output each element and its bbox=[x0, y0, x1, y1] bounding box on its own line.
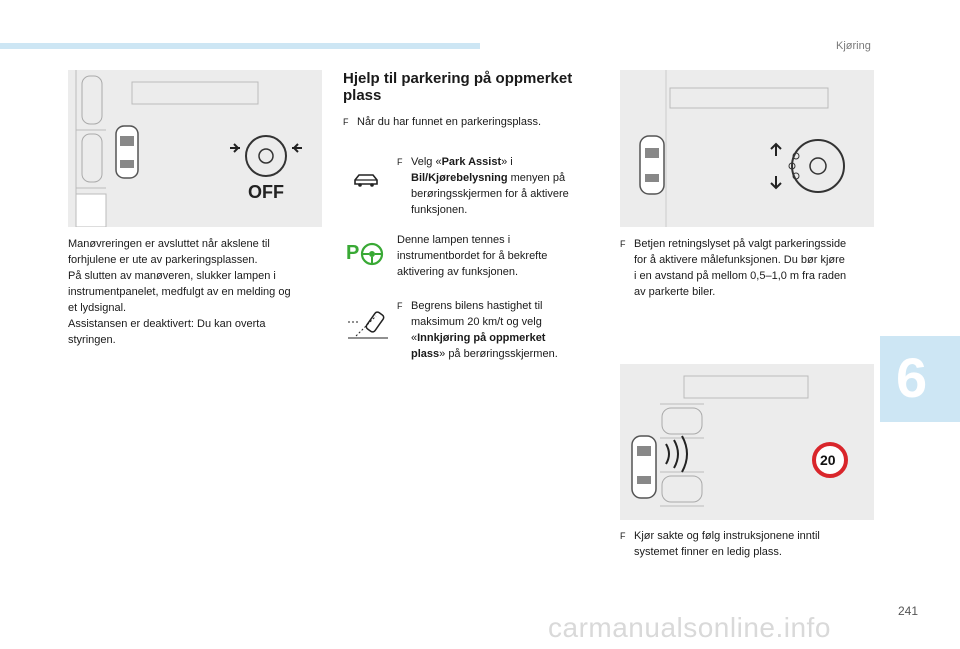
step-2: F Velg «Park Assist» i Bil/Kjørebelysnin… bbox=[397, 154, 597, 218]
svg-text:P: P bbox=[346, 242, 359, 264]
exit-line-2: forhjulene er ute av parkeringsplassen. bbox=[68, 254, 258, 266]
watermark: carmanualsonline.info bbox=[548, 612, 831, 643]
entry-mode-label: Innkjøring på oppmerket bbox=[417, 332, 546, 344]
step-3-text: Begrens bilens hastighet til maksimum 20… bbox=[411, 300, 558, 360]
lamp-description: Denne lampen tennes i instrumentbordet f… bbox=[397, 234, 548, 278]
car-menu-icon bbox=[352, 172, 380, 193]
exit-line-6: Assistansen er deaktivert: Du kan overta bbox=[68, 318, 266, 330]
figure-indicator-drawing bbox=[639, 70, 845, 227]
step-3: F Begrens bilens hastighet til maksimum … bbox=[397, 298, 597, 362]
bullet-marker: F bbox=[620, 239, 626, 249]
figure-scanning: 20 bbox=[620, 364, 874, 520]
heading-line-1: Hjelp til parkering på oppmerket bbox=[343, 70, 573, 87]
section-title: Kjøring bbox=[836, 40, 871, 52]
bullet-marker: F bbox=[397, 157, 403, 167]
exit-line-7: styringen. bbox=[68, 334, 116, 346]
parallel-parking-icon bbox=[346, 306, 390, 347]
step-1: F Når du har funnet en parkeringsplass. bbox=[343, 114, 603, 130]
step-5: F Kjør sakte og følg instruksjonene innt… bbox=[620, 528, 876, 560]
bullet-marker: F bbox=[343, 117, 349, 127]
step-4: F Betjen retningslyset på valgt parkerin… bbox=[620, 236, 876, 300]
exit-line-1: Manøvreringen er avsluttet når akslene t… bbox=[68, 238, 270, 250]
chapter-tab bbox=[880, 336, 960, 422]
figure-scanning-drawing bbox=[631, 375, 848, 507]
park-assist-label: Park Assist bbox=[441, 156, 502, 168]
bullet-marker: F bbox=[620, 531, 626, 541]
exit-line-5: et lydsignal. bbox=[68, 302, 127, 314]
off-label: OFF bbox=[248, 182, 284, 202]
exit-description: Manøvreringen er avsluttet når akslene t… bbox=[68, 236, 324, 348]
figure-exit-parking: OFF bbox=[68, 70, 322, 227]
bullet-marker: F bbox=[397, 301, 403, 311]
speed-limit-sign-value: 20 bbox=[820, 452, 836, 468]
exit-line-4: instrumentpanelet, medfulgt av en meldin… bbox=[68, 286, 291, 298]
figure-exit-parking-drawing bbox=[75, 70, 302, 227]
exit-line-3: På slutten av manøveren, slukker lampen … bbox=[68, 270, 276, 282]
step-4-text: Betjen retningslyset på valgt parkerings… bbox=[634, 238, 847, 298]
menu-label: Bil/Kjørebelysning bbox=[411, 172, 508, 184]
section-heading: Hjelp til parkering på oppmerket plass bbox=[343, 70, 603, 104]
figure-indicator bbox=[620, 70, 874, 227]
step-5-text: Kjør sakte og følg instruksjonene inntil… bbox=[634, 530, 820, 558]
page-number: 241 bbox=[898, 604, 919, 618]
heading-line-2: plass bbox=[343, 87, 382, 104]
step-2-text: Velg «Park Assist» i Bil/Kjørebelysning … bbox=[411, 156, 569, 216]
park-assist-lamp-icon: P bbox=[346, 237, 386, 274]
header-bar bbox=[0, 43, 480, 49]
chapter-number: 6 bbox=[896, 346, 928, 409]
step-1-text: Når du har funnet en parkeringsplass. bbox=[357, 116, 542, 128]
